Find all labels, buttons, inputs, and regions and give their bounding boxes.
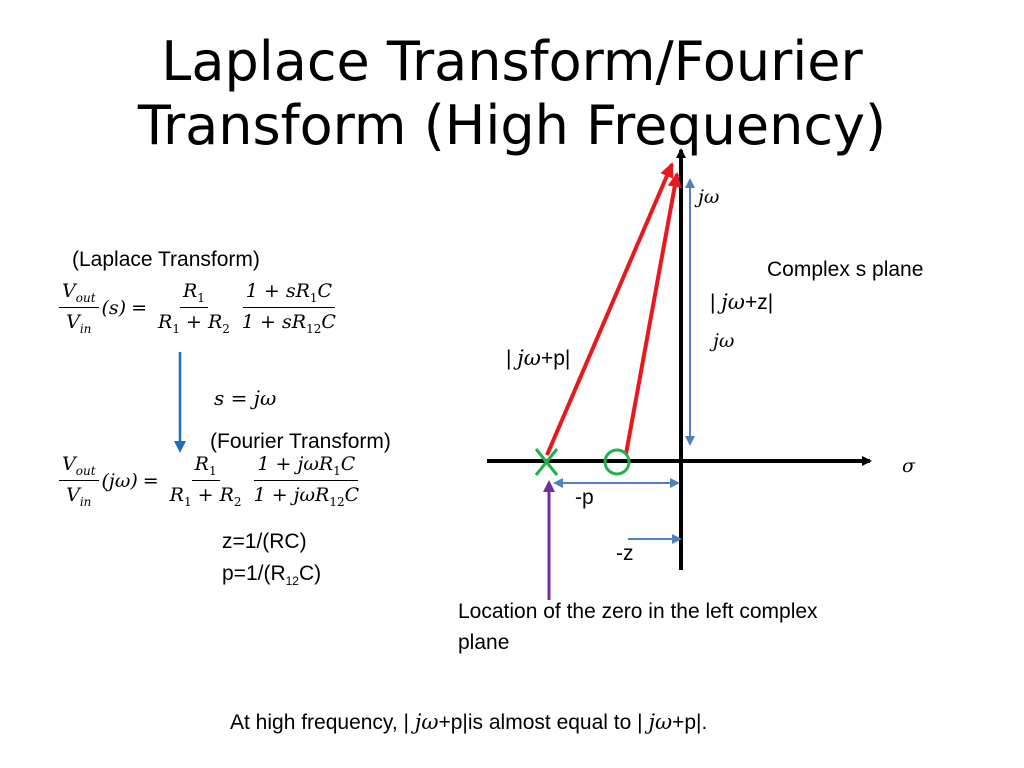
zero-location-caption-line1: Location of the zero in the left complex: [458, 600, 818, 623]
complex-plane-label: Complex s plane: [767, 258, 924, 281]
slide-title: Laplace Transform/Fourier Transform (Hig…: [0, 30, 1024, 158]
title-line-1: Laplace Transform/Fourier: [161, 30, 863, 93]
eq2-lhs-fraction: Vout Vin: [59, 453, 99, 509]
jw-magnitude-label: jω: [713, 330, 735, 352]
minus-p-label: -p: [575, 486, 594, 509]
footer-note: At high frequency, | jω+p|is almost equa…: [230, 710, 708, 734]
eq2-transfer-fraction: 1 + jωR1C 1 + jωR12C: [253, 453, 360, 509]
title-line-2: Transform (High Frequency): [137, 94, 887, 157]
eq1-lhs-fraction: Vout Vin: [59, 280, 99, 336]
jw-plus-p-vector: [545, 162, 674, 456]
eq2-divider-fraction: R1 R1 + R2: [169, 453, 242, 509]
eq1-divider-fraction: R1 R1 + R2: [158, 280, 230, 336]
jw-plus-p-label: | jω+p|: [506, 346, 571, 370]
eq1-argument: (s): [101, 296, 127, 319]
pole-definition: p=1/(R12C): [222, 562, 322, 589]
fourier-equation: Vout Vin (jω) = R1 R1 + R2 1 + jωR1C 1 +…: [56, 453, 365, 509]
jw-plus-z-vector: [624, 172, 682, 455]
minus-z-label: -z: [616, 542, 634, 565]
eq2-argument: (jω): [101, 469, 138, 492]
axis-jw-label: jω: [698, 186, 720, 208]
laplace-equation: Vout Vin (s) = R1 R1 + R2 1 + sR1C 1 + s…: [56, 280, 342, 336]
fourier-transform-label: (Fourier Transform): [210, 430, 391, 453]
substitution-label: s = jω: [214, 386, 277, 410]
zero-definition: z=1/(RC): [222, 530, 307, 553]
axis-sigma-label: σ: [902, 455, 915, 477]
zero-location-caption-line2: plane: [458, 631, 510, 654]
jw-plus-z-label: | jω+z|: [710, 290, 774, 314]
pole-x-marker: [534, 448, 559, 476]
eq1-transfer-fraction: 1 + sR1C 1 + sR12C: [241, 280, 336, 336]
zero-circle-marker: [603, 448, 631, 476]
laplace-transform-label: (Laplace Transform): [72, 248, 260, 271]
